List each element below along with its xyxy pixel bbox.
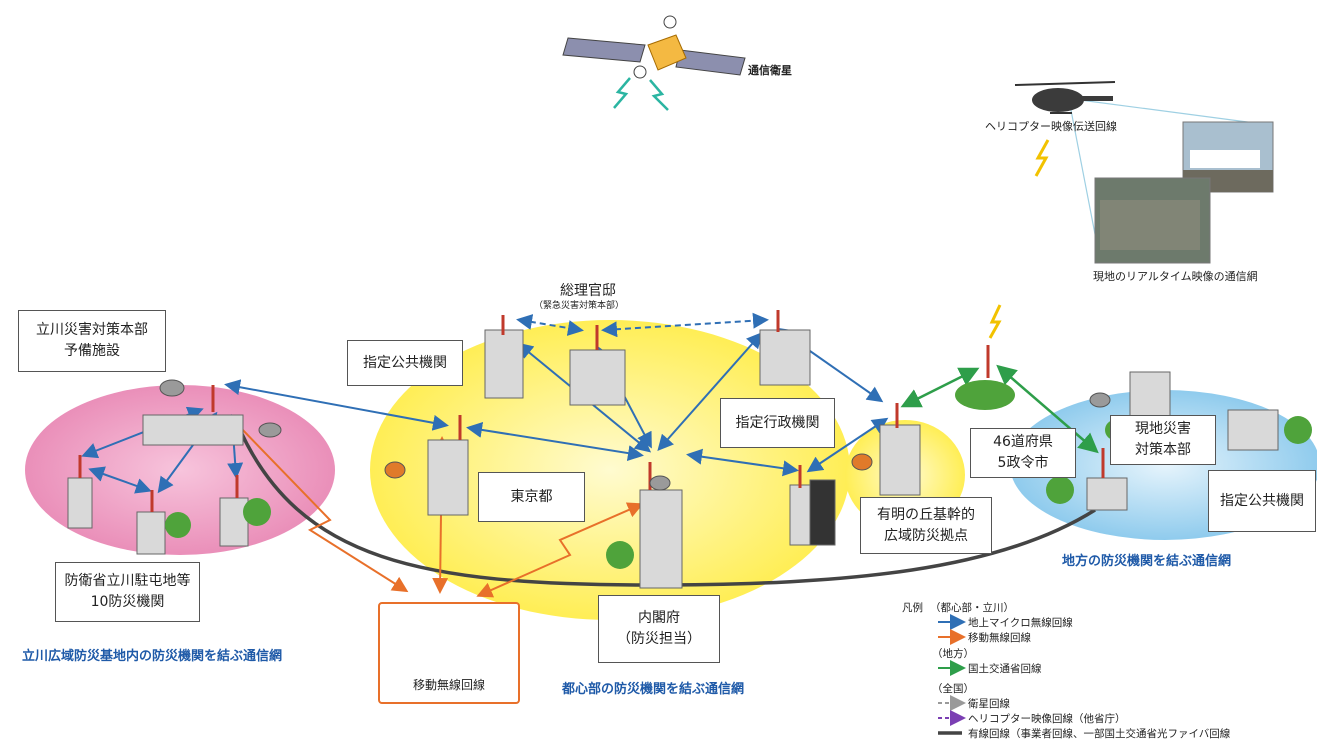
building-icons: [67, 329, 1279, 589]
naikakufu-box: 内閣府 （防災担当）: [598, 595, 720, 663]
genchi-line2: 対策本部: [1135, 442, 1191, 458]
tokyo-box: 東京都: [478, 472, 585, 522]
mobile-radio-box: 移動無線回線: [378, 602, 520, 704]
satellite-signal-icon: [613, 77, 631, 109]
ariake-box: 有明の丘基幹的 広域防災拠点: [860, 497, 992, 554]
legend-group-local: （地方）: [932, 648, 974, 660]
legend-satellite: 衛星回線: [968, 698, 1010, 710]
public-local-label: 指定公共機関: [1220, 492, 1304, 509]
dish-icons: [159, 379, 1111, 491]
legend-wired: 有線回線（事業者回線、一部国土交通省光ファイバ回線: [968, 728, 1231, 740]
genchi-line1: 現地災害: [1135, 421, 1191, 437]
legend-group-national: （全国）: [932, 683, 974, 695]
boei-box: 防衛省立川駐屯地等 10防災機関: [55, 562, 200, 622]
genchi-box: 現地災害 対策本部: [1110, 415, 1216, 465]
naikakufu-line1: 内閣府: [638, 610, 680, 626]
tokyo-label: 東京都: [510, 488, 553, 505]
public-center-box: 指定公共機関: [347, 340, 463, 386]
prefectures-line2: 5政令市: [997, 455, 1049, 471]
realtime-video-label: 現地のリアルタイム映像の通信網: [1093, 270, 1258, 283]
public-center-label: 指定公共機関: [363, 354, 447, 371]
legend-lines: [938, 614, 966, 735]
gyosei-box: 指定行政機関: [720, 398, 835, 448]
microwave-dashed: [516, 312, 769, 338]
naikakufu-line2: （防災担当）: [617, 631, 701, 647]
lightning-icon: [988, 304, 1002, 339]
helicopter-icon: [1014, 81, 1116, 114]
tachikawa-hq-line1: 立川災害対策本部: [36, 322, 148, 338]
satellite-icon: [562, 15, 746, 79]
tachikawa-caption: 立川広域防災基地内の防災機関を結ぶ通信網: [22, 649, 283, 664]
public-local-box: 指定公共機関: [1208, 470, 1316, 532]
legend-microwave: 地上マイクロ無線回線: [968, 617, 1073, 629]
legend-heli: ヘリコプター映像回線（他省庁）: [968, 713, 1126, 725]
kantei-sub: （緊急災害対策本部）: [534, 301, 625, 311]
boei-line1: 防衛省立川駐屯地等: [64, 573, 191, 589]
legend-group-center: （都心部・立川）: [930, 602, 1014, 614]
boei-line2: 10防災機関: [90, 594, 165, 610]
lightning-icon: [1034, 139, 1050, 177]
legend: 凡例 （都心部・立川） 地上マイクロ無線回線 移動無線回線 （地方） 国土交通省…: [902, 600, 1312, 740]
center-caption: 都心部の防災機関を結ぶ通信網: [562, 682, 745, 697]
mlit-links: [900, 364, 1099, 454]
prefectures-line1: 46道府県: [993, 434, 1053, 450]
gyosei-label: 指定行政機関: [735, 414, 820, 431]
kantei-title: 総理官邸: [560, 283, 616, 299]
legend-mobile: 移動無線回線: [968, 632, 1031, 644]
helicopter-label: ヘリコプター映像伝送回線: [985, 120, 1117, 133]
antenna-icons: [78, 310, 1105, 512]
tachikawa-hq-box: 立川災害対策本部 予備施設: [18, 310, 166, 372]
ariake-line2: 広域防災拠点: [884, 527, 968, 544]
ariake-line1: 有明の丘基幹的: [877, 506, 975, 523]
satellite-signal-icon: [649, 79, 669, 111]
prefectures-box: 46道府県 5政令市: [970, 428, 1076, 478]
tachikawa-hq-line2: 予備施設: [64, 343, 120, 359]
legend-mlit: 国土交通省回線: [968, 663, 1042, 675]
legend-title: 凡例: [902, 602, 923, 614]
mobile-radio-label: 移動無線回線: [412, 678, 485, 692]
local-caption: 地方の防災機関を結ぶ通信網: [1062, 554, 1232, 569]
tree-icons: [165, 380, 1312, 569]
satellite-label: 通信衛星: [748, 64, 792, 77]
